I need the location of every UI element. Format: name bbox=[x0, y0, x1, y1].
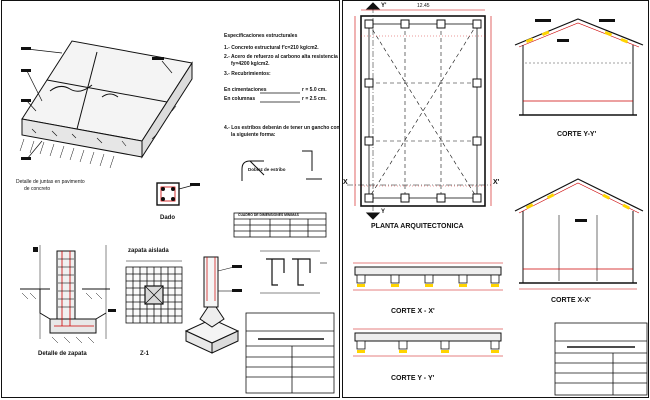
section-marker-y-prime: Y' bbox=[381, 3, 387, 9]
joint-detail-caption-b: de concreto bbox=[24, 186, 51, 192]
spec-item-4b: la siguiente forma: bbox=[231, 132, 276, 138]
stirrup-hook-sketch bbox=[241, 150, 322, 181]
spec-item-1: 1.- Concreto estructural f'c=210 kg/cm2. bbox=[224, 45, 319, 51]
specs-title: Especificaciones estructurales bbox=[224, 33, 298, 39]
section-marker-y: Y bbox=[381, 209, 386, 215]
footing-isometric bbox=[184, 256, 242, 354]
spec-item-2b: fy=4200 kg/cm2. bbox=[231, 61, 270, 67]
spec-item-2a: 2.- Acero de refuerzo al carbono alta re… bbox=[224, 54, 338, 60]
z1-caption: Z-1 bbox=[140, 351, 149, 357]
dimension-table-title: CUADRO DE DIMENSIONES MÍNIMAS bbox=[238, 213, 299, 217]
section-xx-title: CORTE X-X' bbox=[551, 297, 591, 304]
foundation-section-xx bbox=[353, 262, 503, 291]
right-title-block bbox=[554, 322, 648, 396]
gable-section-xx bbox=[514, 178, 644, 290]
section-marker-x: X bbox=[343, 179, 348, 186]
pavement-joint-isometric bbox=[19, 40, 193, 169]
floor-plan bbox=[347, 2, 492, 220]
spec-item-4a: 4.- Los estribos deberán de tener un gan… bbox=[224, 125, 340, 131]
dado-caption: Dado bbox=[160, 215, 175, 221]
footing-detail-caption: Detalle de zapata bbox=[38, 351, 87, 357]
dado-section bbox=[156, 182, 200, 206]
structural-details-drawing bbox=[19, 40, 335, 394]
architectural-plan-sheet: 12.45 X X' Y Y' PLANTA ARQUITECTONICA CO… bbox=[342, 0, 649, 398]
cover-columns-label: En columnas bbox=[224, 96, 256, 102]
foundation-yy-title: CORTE Y - Y' bbox=[391, 375, 435, 382]
plan-overall-dimension: 12.45 bbox=[417, 3, 430, 9]
spec-fill-lines bbox=[260, 92, 300, 103]
section-marker-x-prime: X' bbox=[493, 179, 500, 186]
structural-details-sheet: Especificaciones estructurales 1.- Concr… bbox=[1, 0, 340, 398]
cover-foundations-value: r = 5.0 cm. bbox=[302, 87, 327, 93]
cover-columns-value: r = 2.5 cm. bbox=[302, 96, 327, 102]
foundation-section-yy bbox=[353, 328, 503, 357]
zapata-aislada-caption: zapata aislada bbox=[128, 248, 169, 254]
gable-section-yy bbox=[514, 18, 644, 116]
spec-item-3: 3.- Recubrimientos: bbox=[224, 71, 271, 77]
architectural-drawing bbox=[347, 2, 648, 396]
joint-detail-caption-a: Detalle de juntas en pavimento bbox=[16, 179, 85, 185]
dimension-table bbox=[233, 212, 327, 238]
footing-detail-section bbox=[20, 245, 116, 344]
left-title-block bbox=[245, 312, 335, 394]
foundation-xx-title: CORTE X - X' bbox=[391, 308, 435, 315]
footing-plan-z1 bbox=[125, 260, 183, 324]
cover-foundations-label: En cimentaciones bbox=[224, 87, 267, 93]
section-yy-title: CORTE Y-Y' bbox=[557, 131, 597, 138]
plan-title: PLANTA ARQUITECTONICA bbox=[371, 223, 464, 230]
hook-caption: Doblez de estribo bbox=[248, 167, 286, 172]
stirrup-details bbox=[260, 250, 327, 294]
